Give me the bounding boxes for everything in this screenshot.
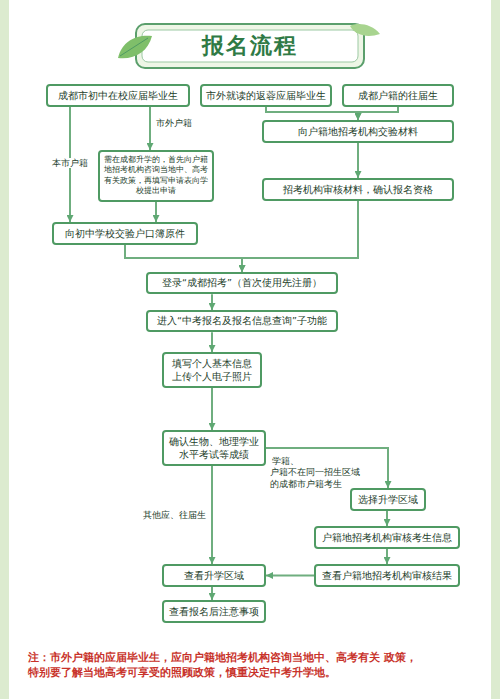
box-text: 查看升学区域 [168,569,260,582]
flow-connector [155,202,157,222]
process-box: 成都户籍的往届生 [342,84,454,107]
edge-label-text: 本市户籍 [50,158,90,168]
flow-connector [211,388,213,430]
leaf [350,24,380,36]
box-text: 成都户籍的往届生 [348,89,448,102]
flow-connector [211,294,213,310]
process-box: 查看报名后注意事项 [162,600,266,623]
box-text: 成都市初中在校应届毕业生 [52,89,184,102]
leaf-vein [120,38,148,56]
flow-connector [386,549,388,564]
process-box: 进入“中考报名及报名信息查询”子功能 [146,310,338,332]
flow-connector [242,201,358,272]
box-text: 填写个人基本信息 上传个人电子照片 [168,357,256,383]
process-box: 确认生物、地理学业 水平考试等成绩 [162,430,266,466]
flow-connector [386,511,388,526]
flow-connector [358,107,398,120]
box-text: 查看报名后注意事项 [168,605,260,618]
edge-label-text: 市外户籍 [154,118,194,128]
process-box: 市外就读的返蓉应届毕业生 [200,84,332,107]
process-box: 填写个人基本信息 上传个人电子照片 [162,352,262,388]
leaf [118,36,152,59]
edge-label: 本市户籍 [48,158,92,169]
edge-label-text: 其他应、往届生 [141,510,208,520]
process-box: 向户籍地招考机构交验材料 [262,120,454,143]
flow-connector [211,587,213,600]
box-text: 市外就读的返蓉应届毕业生 [206,89,326,102]
box-text: 向初中学校交验户口簿原件 [58,227,192,240]
box-text: 向户籍地招考机构交验材料 [268,125,448,138]
edge-label: 学籍、户籍不在同一招生区域 的成都市户籍考生 [270,456,382,490]
flow-connector [266,107,358,120]
title: 报名流程 [0,26,500,66]
edge-label: 市外户籍 [154,118,202,129]
process-box: 登录“成都招考”（首次使用先注册） [146,272,338,294]
process-box: 需在成都升学的，首先向户籍 地招考机构咨询当地中、高考 有关政策，再填写申请表向… [98,150,214,202]
process-box: 查看升学区域 [162,564,266,587]
side-band [491,0,500,699]
box-text: 选择升学区域 [356,493,420,506]
flow-connector [149,107,151,150]
box-text: 进入“中考报名及报名信息查询”子功能 [152,315,332,327]
process-box: 成都市初中在校应届毕业生 [46,84,190,107]
side-band [0,0,9,699]
flow-connector [266,575,314,577]
box-text: 查看户籍地招考机构审核结果 [320,569,454,582]
process-box: 选择升学区域 [350,488,426,511]
flow-connector [357,143,359,178]
process-box: 招考机构审核材料，确认报名资格 [262,178,454,201]
process-box: 向初中学校交验户口簿原件 [52,222,198,245]
note-caption: 注：市外户籍的应届毕业生，应向户籍地招考机构咨询当地中、高考有关 政策，特别要了… [28,650,474,680]
box-text: 需在成都升学的，首先向户籍 地招考机构咨询当地中、高考 有关政策，再填写申请表向… [104,155,208,197]
box-text: 确认生物、地理学业 水平考试等成绩 [168,435,260,461]
box-text: 登录“成都招考”（首次使用先注册） [152,277,332,289]
flow-connector [125,245,242,272]
flow-connector [266,448,388,488]
edge-label-text: 学籍、户籍不在同一招生区域 的成都市户籍考生 [270,456,360,489]
flow-connector [211,332,213,352]
box-text: 户籍地招考机构审核考生信息 [320,531,454,544]
edge-label: 其他应、往届生 [120,510,208,521]
process-box: 户籍地招考机构审核考生信息 [314,526,460,549]
process-box: 查看户籍地招考机构审核结果 [314,564,460,587]
flow-connector [211,466,213,564]
box-text: 招考机构审核材料，确认报名资格 [268,183,448,196]
